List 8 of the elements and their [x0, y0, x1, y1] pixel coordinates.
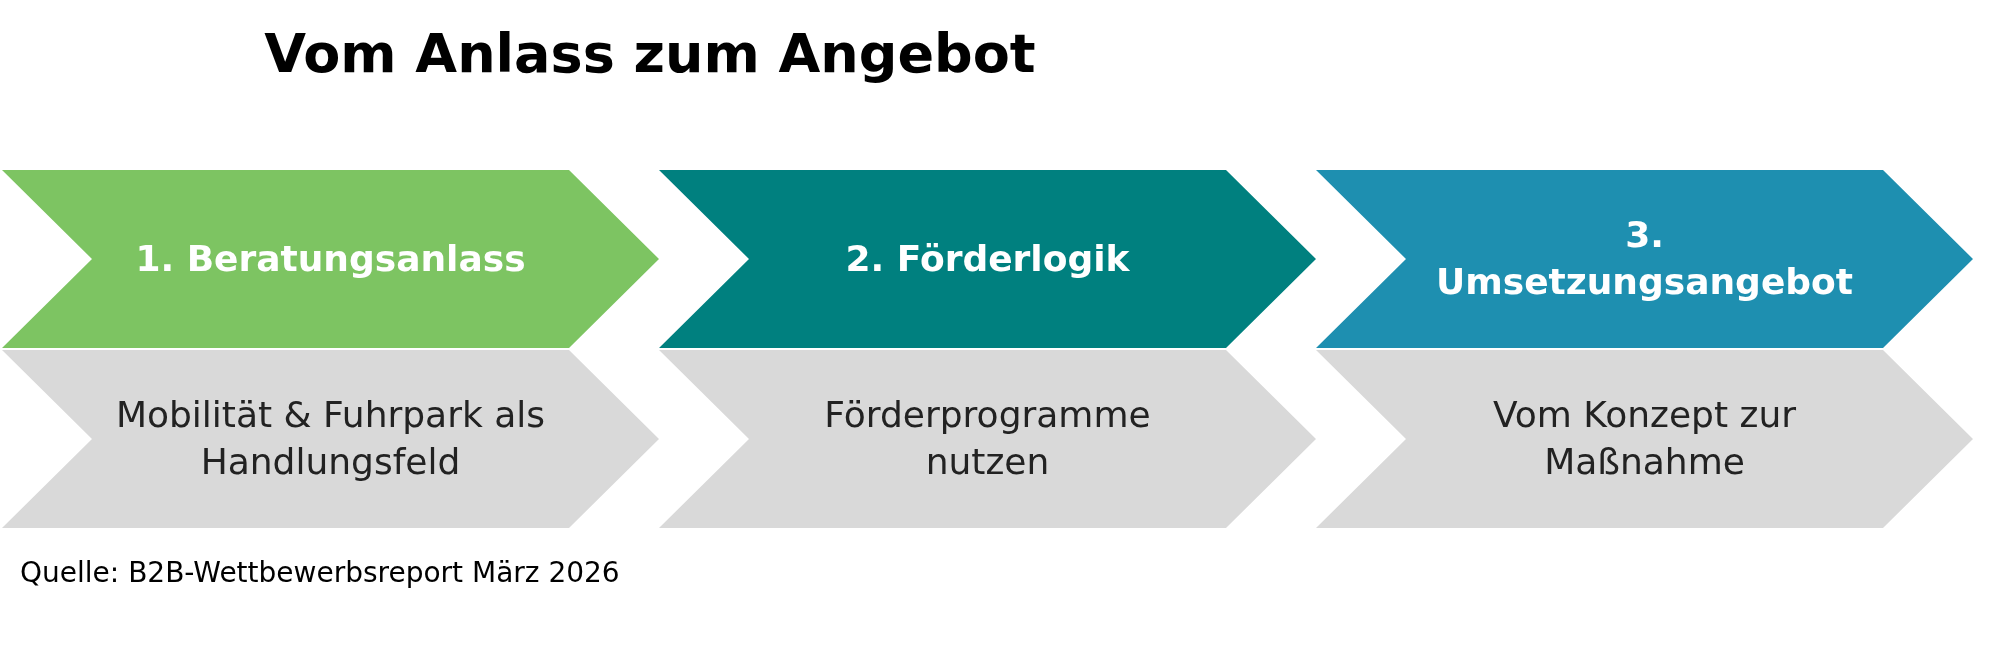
source-note: Quelle: B2B-Wettbewerbsreport März 2026 [20, 556, 620, 589]
step-heading: 1. Beratungsanlass [135, 236, 526, 281]
step-description: Vom Konzept zur Maßnahme [1492, 393, 1797, 484]
diagram-title: Vom Anlass zum Angebot [263, 22, 1037, 85]
step-description: Förderprogramme nutzen [823, 393, 1152, 484]
step-heading: 3. Umsetzungsangebot [1435, 213, 1854, 304]
step-heading: 2. Förderlogik [845, 236, 1130, 281]
step-description: Mobilität & Fuhrpark als Handlungsfeld [114, 393, 547, 484]
